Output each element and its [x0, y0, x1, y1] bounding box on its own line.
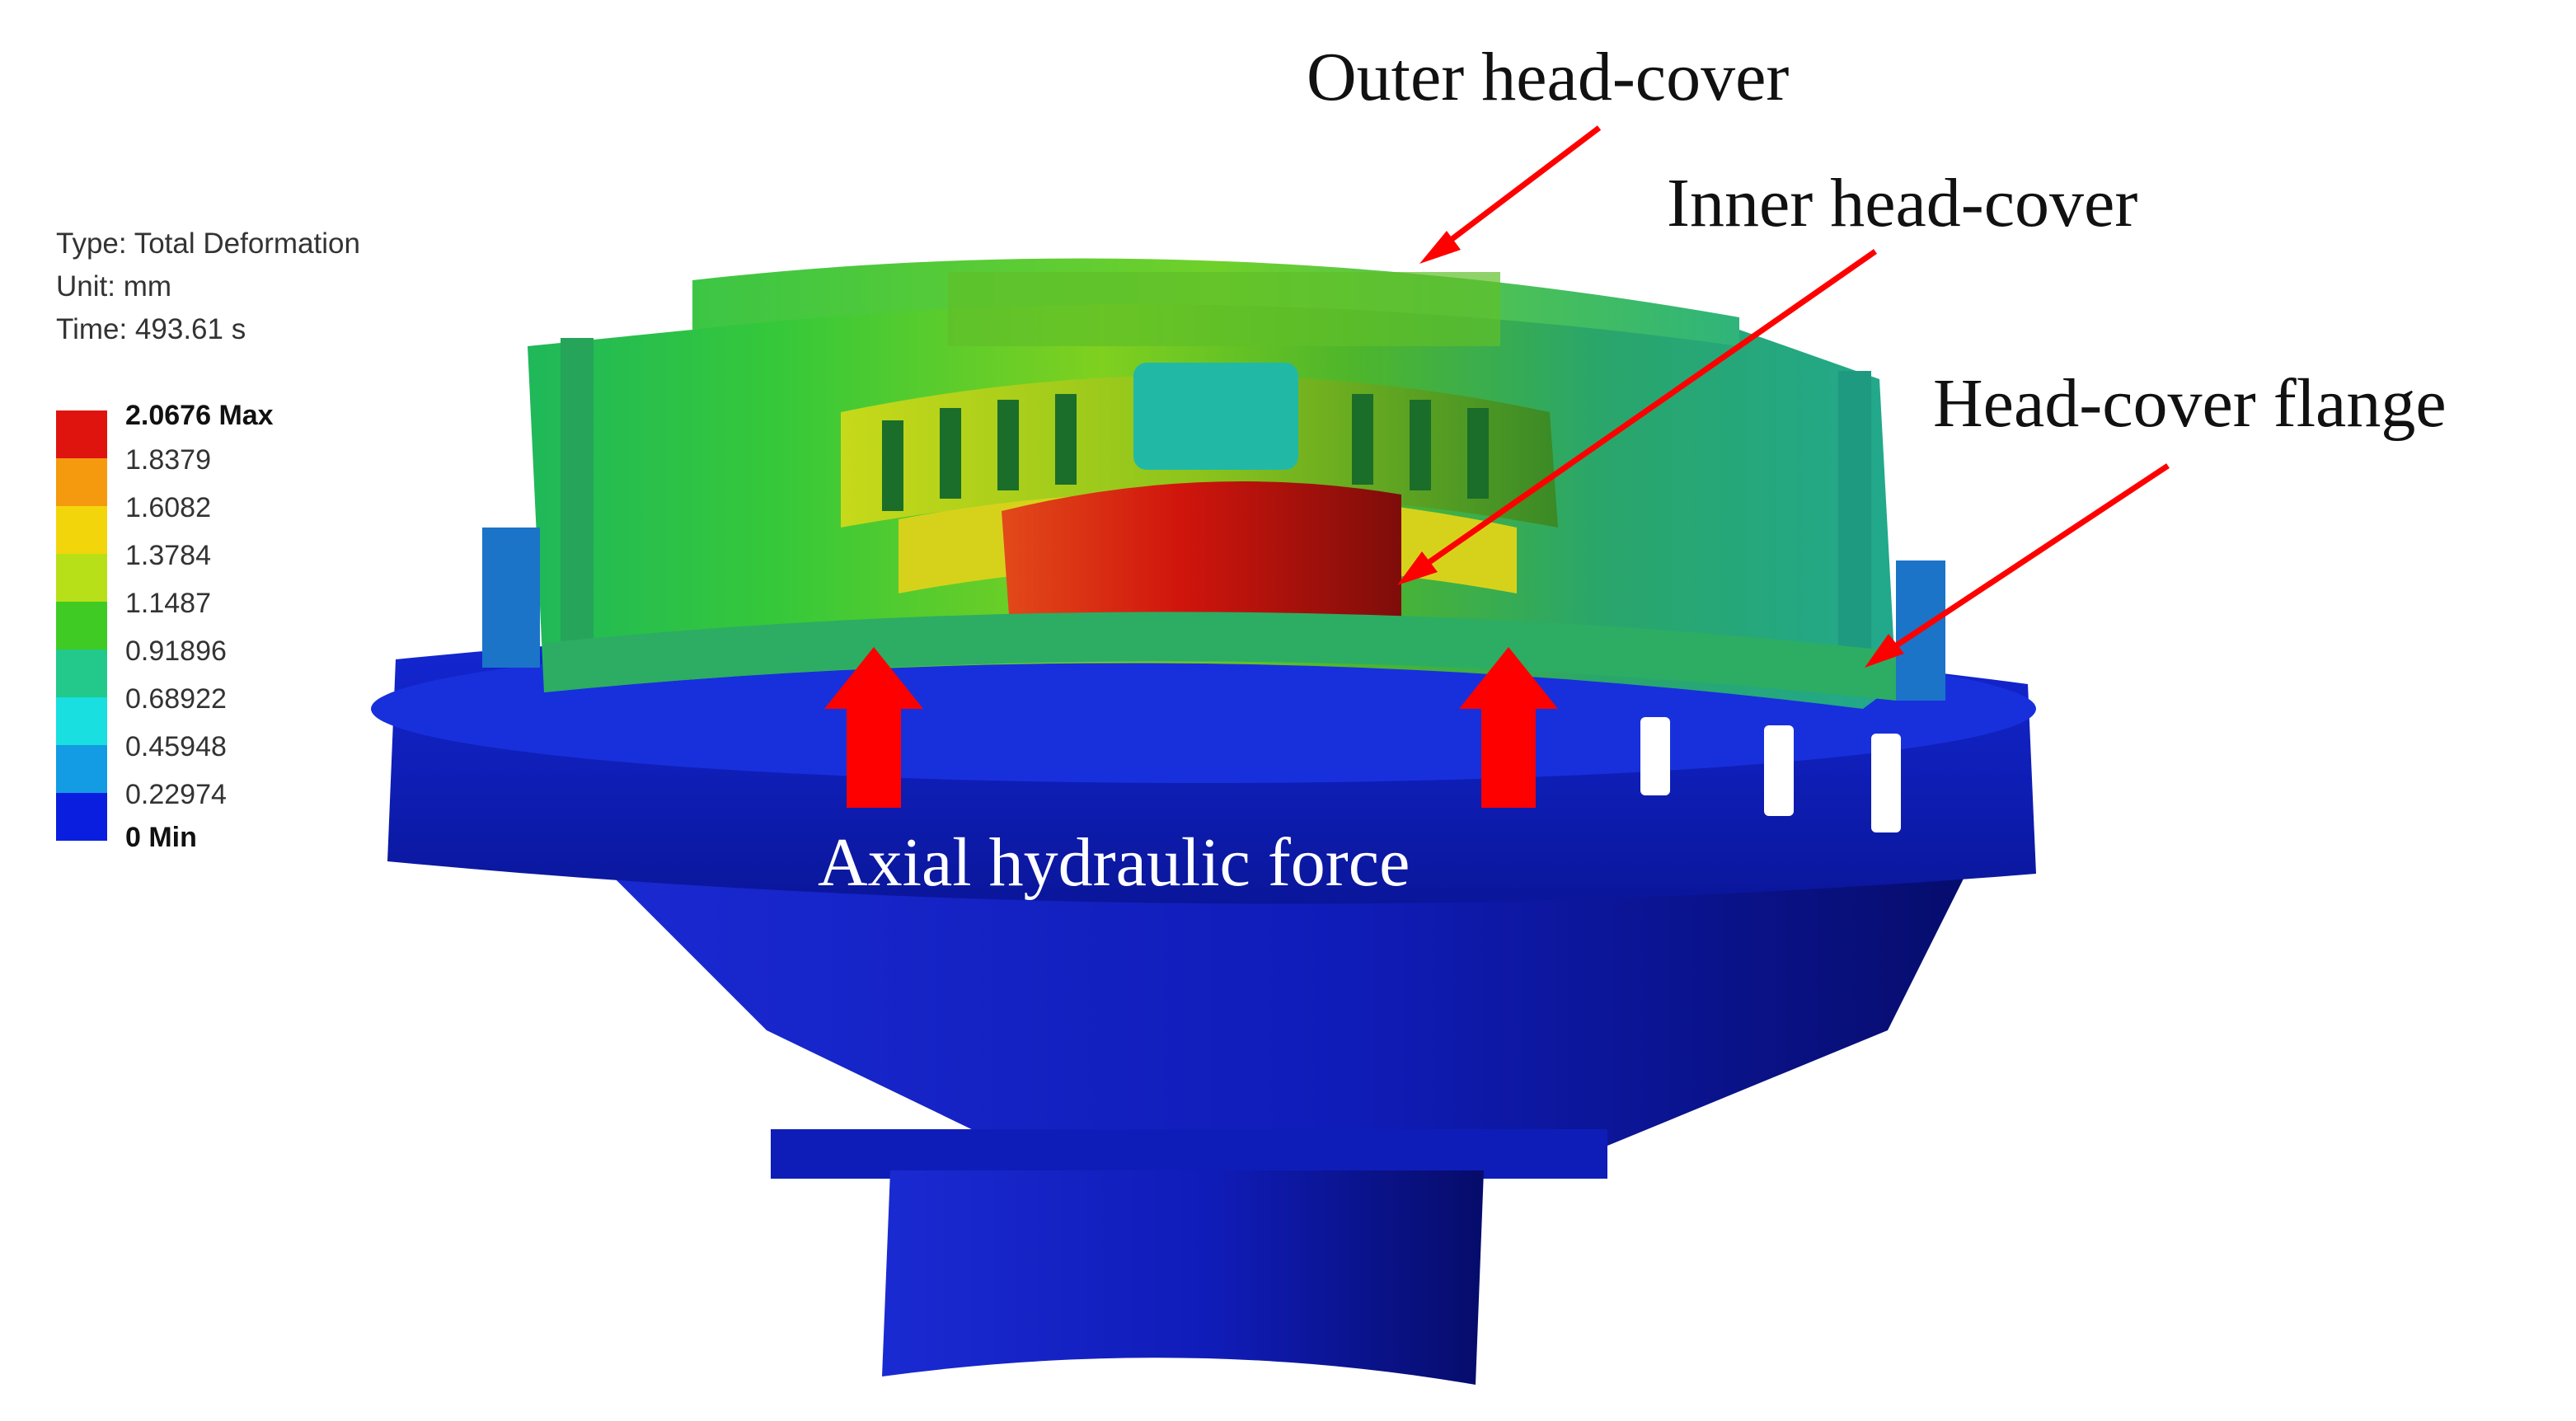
annotation-arrows [1397, 125, 2170, 668]
lower-cone [569, 832, 1987, 1146]
cavity-window [1133, 363, 1298, 470]
label-outer-head-cover: Outer head-cover [1307, 39, 1790, 115]
legend-tick-min: 0 Min [125, 822, 197, 853]
legend-tick: 0.91896 [125, 635, 227, 667]
legend-tick: 1.1487 [125, 588, 211, 619]
force-arrow-left [824, 647, 923, 808]
legend-band-6 [56, 650, 107, 697]
label-head-cover-flange: Head-cover flange [1933, 365, 2447, 442]
legend-tick: 1.6082 [125, 492, 211, 523]
legend-tick-max: 2.0676 Max [125, 400, 274, 431]
legend-band-1 [56, 410, 107, 458]
legend-type: Type: Total Deformation [56, 227, 360, 260]
legend-tick: 1.3784 [125, 540, 211, 571]
legend-tick: 0.22974 [125, 779, 227, 810]
force-arrow-right [1459, 647, 1558, 808]
blade-slots [882, 394, 1489, 511]
force-arrows [824, 647, 1558, 808]
legend-unit: Unit: mm [56, 270, 171, 302]
legend-tick: 0.45948 [125, 731, 227, 762]
legend-band-9 [56, 793, 107, 841]
legend-info: Type: Total Deformation Unit: mm Time: 4… [56, 223, 360, 351]
legend-tick: 1.8379 [125, 444, 211, 476]
outer-cover-lower [544, 612, 1896, 701]
legend-band-7 [56, 697, 107, 745]
flange-slots [1640, 717, 1901, 832]
label-inner-head-cover: Inner head-cover [1667, 165, 2138, 242]
legend-band-5 [56, 602, 107, 650]
legend-band-2 [56, 458, 107, 506]
outer-cover-rim [948, 272, 1500, 346]
shaft [882, 1170, 1484, 1385]
bottom-ring [771, 1129, 1607, 1179]
inner-cover [1002, 481, 1401, 626]
legend-band-8 [56, 745, 107, 793]
legend-tick: 0.68922 [125, 683, 227, 715]
legend-band-3 [56, 506, 107, 554]
legend-band-4 [56, 554, 107, 602]
label-axial-hydraulic-force: Axial hydraulic force [818, 824, 1410, 901]
legend-time: Time: 493.61 s [56, 313, 246, 345]
